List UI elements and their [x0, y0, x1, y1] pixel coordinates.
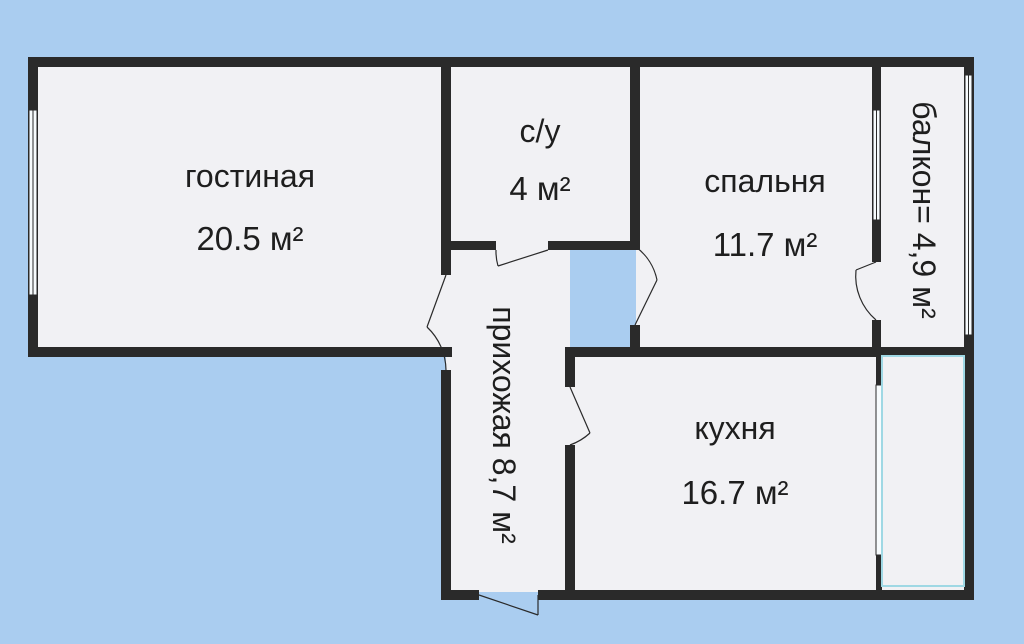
- bathroom-door: [497, 249, 549, 267]
- bathroom-area: 4 м²: [509, 170, 571, 207]
- bedroom-door: [634, 279, 658, 326]
- kitchen-area: 16.7 м²: [681, 474, 789, 511]
- living-room-floor: [34, 64, 446, 350]
- hallway-label: прихожая 8,7 м²: [486, 306, 522, 544]
- bedroom-name: спальня: [704, 163, 826, 199]
- kitchen-door: [569, 386, 591, 434]
- bathroom-floor: [446, 64, 636, 246]
- doors: [426, 246, 877, 616]
- living-room-area: 20.5 м²: [196, 220, 304, 257]
- kitchen-name: кухня: [694, 410, 776, 446]
- windows: [28, 74, 973, 556]
- bedroom-floor: [636, 64, 876, 352]
- loggia-glazing: [881, 355, 965, 587]
- loggia-floor: [880, 352, 970, 592]
- balcony-label: балкон= 4,9 м²: [906, 101, 942, 319]
- bathroom-name: с/у: [519, 113, 561, 149]
- balcony-floor: [876, 64, 970, 352]
- living-room-name: гостиная: [184, 158, 316, 194]
- entrance-door: [478, 594, 539, 616]
- living-door: [426, 274, 447, 328]
- floor-areas: [34, 64, 970, 592]
- kitchen-floor: [570, 352, 880, 592]
- bedroom-area: 11.7 м²: [712, 226, 818, 263]
- balcony-door: [855, 261, 877, 271]
- hallway-floor: [446, 246, 570, 592]
